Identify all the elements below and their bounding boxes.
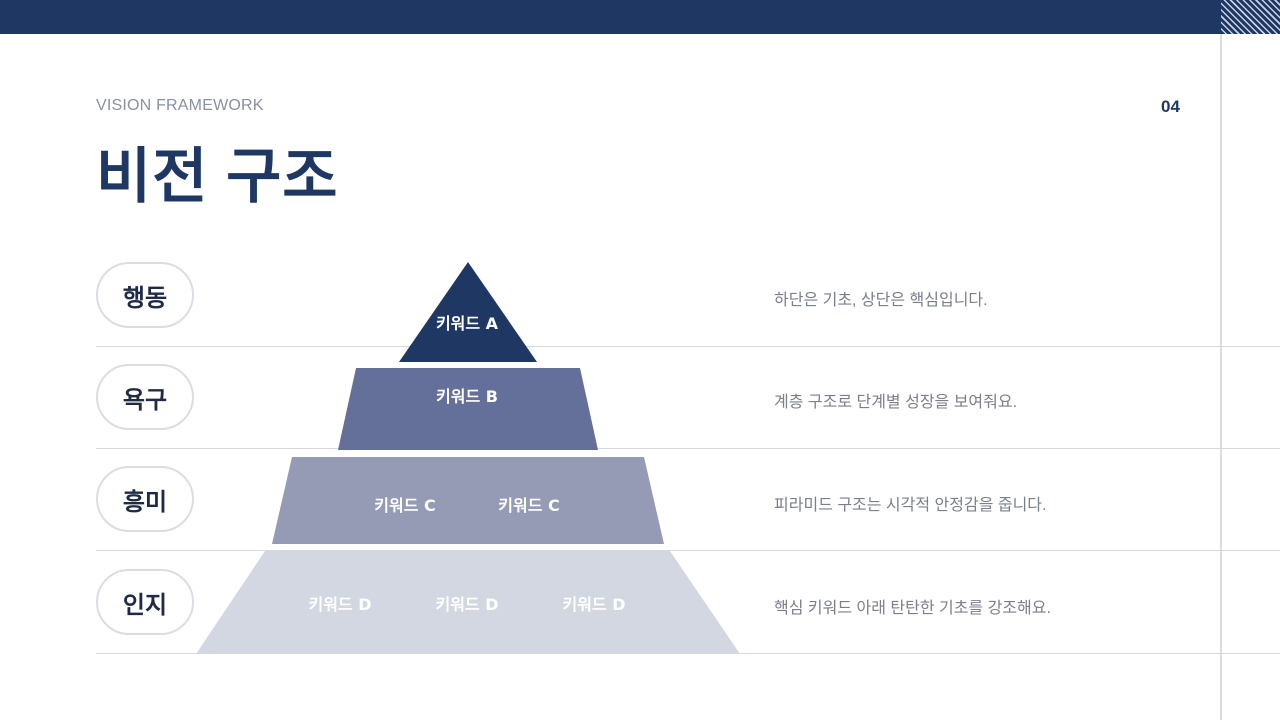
- hatch-pattern-corner: [1221, 0, 1280, 34]
- keyword-label: 키워드 D: [308, 595, 371, 614]
- row-divider: [96, 448, 1280, 449]
- row-divider: [96, 346, 1280, 347]
- level-description: 계층 구조로 단계별 성장을 보여줘요.: [774, 394, 1018, 411]
- level-description: 하단은 기초, 상단은 핵심입니다.: [774, 292, 988, 309]
- page-title: 비전 구조: [96, 143, 339, 210]
- pyramid-layer-a: [399, 262, 537, 362]
- keyword-label: 키워드 C: [498, 496, 559, 515]
- row-divider: [96, 550, 1280, 551]
- page-number: 04: [1161, 97, 1180, 116]
- level-description: 피라미드 구조는 시각적 안정감을 줍니다.: [774, 497, 1047, 514]
- level-pill-interest: 흥미: [96, 466, 194, 532]
- vertical-divider: [1220, 34, 1222, 720]
- keyword-label: 키워드 D: [562, 595, 625, 614]
- keyword-label: 키워드 A: [436, 314, 499, 333]
- level-pill-action: 행동: [96, 262, 194, 328]
- top-bar: [0, 0, 1221, 34]
- pyramid-layer-b: [338, 368, 598, 450]
- keyword-label: 키워드 C: [374, 496, 435, 515]
- level-pill-awareness: 인지: [96, 569, 194, 635]
- eyebrow-label: VISION FRAMEWORK: [96, 97, 264, 114]
- keyword-label: 키워드 D: [435, 595, 498, 614]
- level-pill-desire: 욕구: [96, 364, 194, 430]
- pyramid-layer-d: [196, 551, 740, 654]
- pyramid-layer-c: [272, 457, 664, 544]
- keyword-label: 키워드 B: [436, 387, 498, 406]
- level-description: 핵심 키워드 아래 탄탄한 기초를 강조해요.: [774, 600, 1051, 617]
